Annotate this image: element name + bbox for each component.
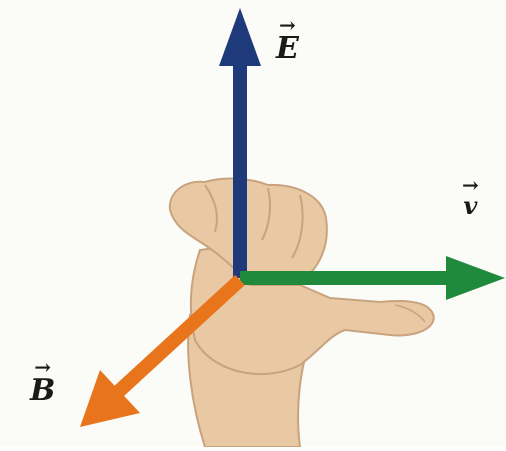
- label-b: → B: [30, 360, 55, 406]
- label-e: → E: [276, 18, 299, 64]
- label-b-arrow: →: [30, 360, 55, 374]
- label-v-symbol: v: [462, 194, 479, 218]
- vector-v-head: [446, 256, 505, 300]
- vector-e-head: [219, 8, 261, 66]
- label-v: → v: [462, 178, 479, 218]
- label-v-arrow: →: [462, 178, 479, 192]
- label-e-arrow: →: [276, 18, 299, 32]
- label-e-symbol: E: [276, 34, 299, 64]
- label-b-symbol: B: [30, 376, 55, 406]
